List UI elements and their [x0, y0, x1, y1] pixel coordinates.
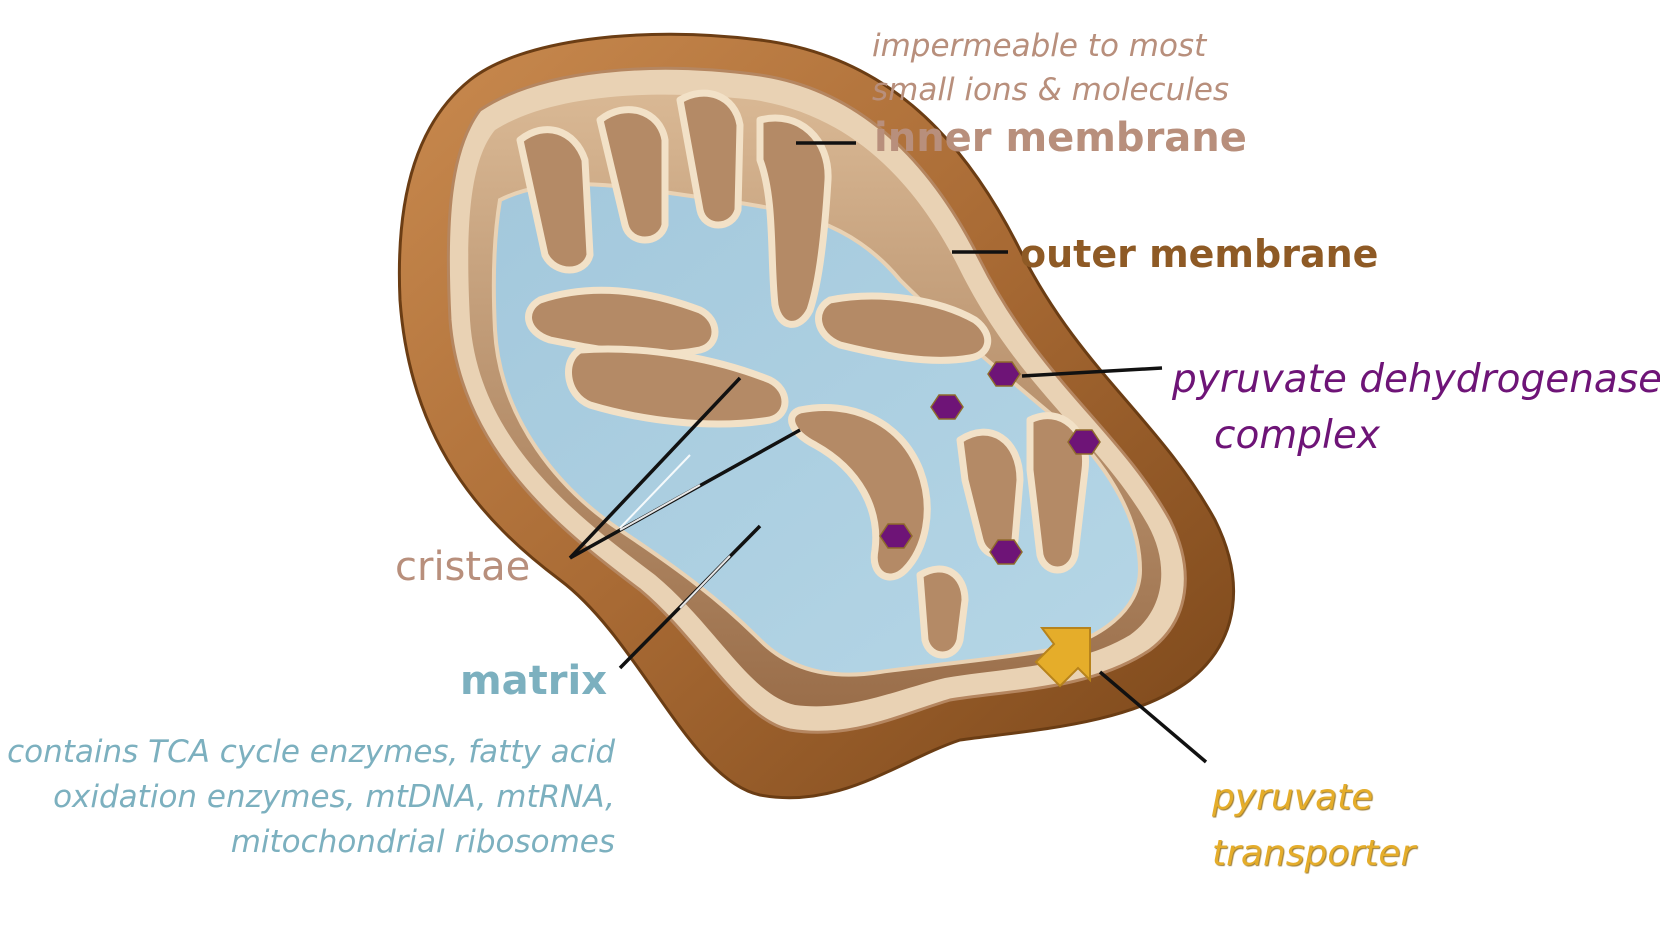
matrix-desc-line3: mitochondrial ribosomes: [230, 824, 615, 860]
transporter-line1: pyruvate: [1212, 777, 1374, 818]
pdh-hexagon-icon: [989, 539, 1023, 565]
transporter-line2: transporter: [1212, 833, 1416, 874]
impermeable-line2: small ions & molecules: [872, 72, 1230, 108]
matrix-desc-line2: oxidation enzymes, mtDNA, mtRNA,: [53, 779, 615, 815]
pdh-hexagon-icon: [930, 394, 964, 420]
pdh-markers: [879, 361, 1101, 565]
impermeable-note: impermeable to most small ions & molecul…: [872, 24, 1229, 112]
impermeable-line1: impermeable to most: [872, 28, 1207, 64]
leader-highlights: [619, 454, 731, 609]
leader-cristae-1: [568, 376, 742, 560]
pdh-label-line1: pyruvate dehydrogenase: [1172, 357, 1660, 402]
pdh-label-line2: complex: [1214, 413, 1380, 458]
pdh-label: pyruvate dehydrogenase complex: [1172, 352, 1660, 464]
pyruvate-transporter-label: pyruvate transporter: [1212, 770, 1415, 882]
transporter-arrow-icon: [1034, 627, 1091, 688]
pdh-hexagon-icon: [879, 523, 913, 549]
cristae-label: cristae: [395, 544, 531, 590]
outer-membrane-label: outer membrane: [1020, 232, 1379, 276]
matrix-description: contains TCA cycle enzymes, fatty acid o…: [0, 730, 615, 865]
leader-pdh: [1021, 366, 1163, 378]
matrix-label: matrix: [460, 658, 608, 704]
matrix-desc-line1: contains TCA cycle enzymes, fatty acid: [7, 734, 615, 770]
pdh-hexagon-icon: [1067, 429, 1101, 455]
leader-transporter: [1098, 670, 1208, 764]
cristae-folds: [516, 89, 1090, 659]
pdh-hexagon-icon: [987, 361, 1021, 387]
inner-membrane-label: inner membrane: [874, 115, 1247, 161]
